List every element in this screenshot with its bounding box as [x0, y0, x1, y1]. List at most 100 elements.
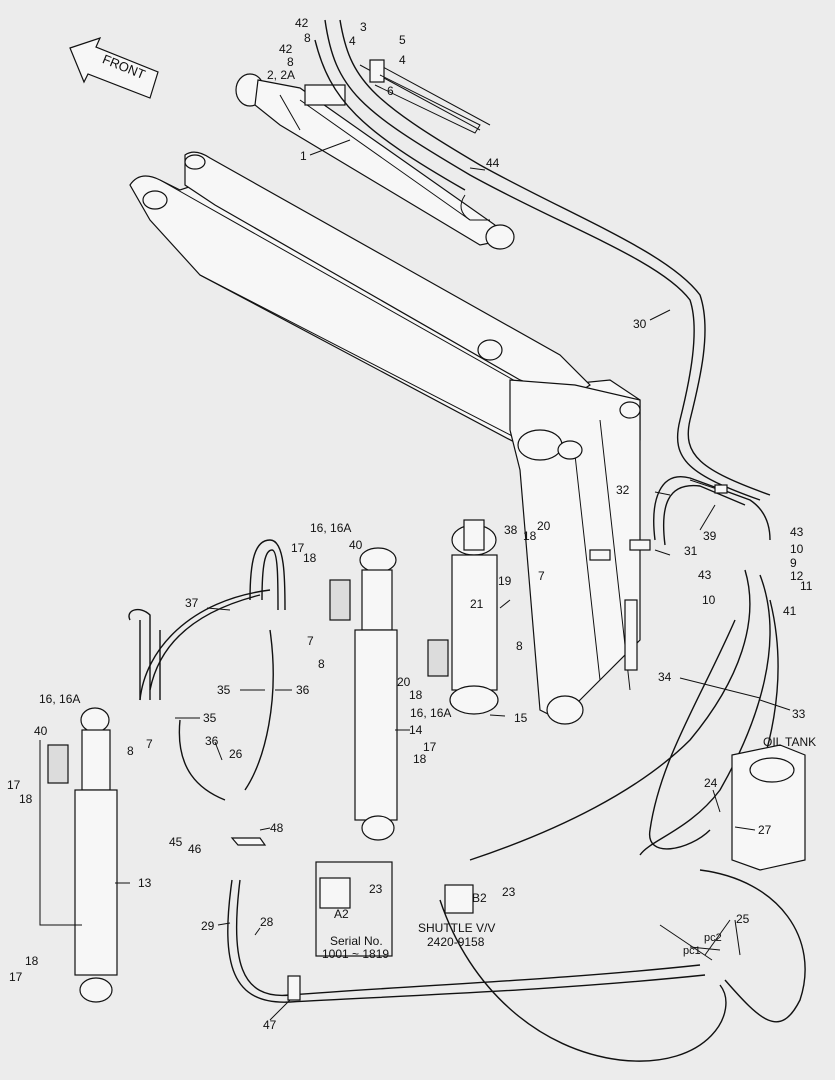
- valve-block-16-mid: [427, 639, 449, 677]
- inset-shuttle-caption2: 2420-9158: [427, 935, 485, 949]
- callout: 34: [658, 670, 672, 684]
- callout: 40: [34, 724, 48, 738]
- callout: 1: [300, 149, 307, 163]
- callout: 16, 16A: [310, 521, 351, 535]
- callout: 12: [790, 569, 804, 583]
- callout: 36: [296, 683, 310, 697]
- callout: 21: [470, 597, 484, 611]
- callout: 42: [279, 42, 293, 56]
- callout: 17: [291, 541, 305, 555]
- callout: 17: [423, 740, 437, 754]
- callout: 2, 2A: [267, 68, 295, 82]
- callout: 31: [684, 544, 698, 558]
- leader-lines: [115, 139, 791, 1021]
- callout: 10: [790, 542, 804, 556]
- callout: 42: [295, 16, 309, 30]
- callout: 8: [127, 744, 134, 758]
- callout: 18: [19, 792, 33, 806]
- inset-serial-port: A2: [334, 907, 349, 921]
- callout: 14: [409, 723, 423, 737]
- upper-hose-bundle: [314, 19, 771, 501]
- callout: 37: [185, 596, 199, 610]
- callout: 41: [783, 604, 797, 618]
- inset-shuttle-callout: 23: [502, 885, 516, 899]
- inset-shuttle-block: [444, 884, 474, 914]
- callout: 6: [387, 84, 394, 98]
- callout: 15: [514, 711, 528, 725]
- boom-cylinder: [449, 519, 499, 715]
- clamp-47: [287, 975, 301, 1001]
- callout: 40: [349, 538, 363, 552]
- oil-tank-label: OIL TANK: [763, 735, 816, 749]
- callout: 18: [409, 688, 423, 702]
- callout: 16, 16A: [39, 692, 80, 706]
- callout: 45: [169, 835, 183, 849]
- callout: 18: [523, 529, 537, 543]
- callout: 17: [7, 778, 21, 792]
- callout: 47: [263, 1018, 277, 1032]
- lower-hoses: [227, 869, 806, 1062]
- callout: 17: [9, 970, 23, 984]
- callout: 39: [703, 529, 717, 543]
- callout: 3: [360, 20, 367, 34]
- inset-shuttle-caption1: SHUTTLE V/V: [418, 921, 495, 935]
- callout: 18: [413, 752, 427, 766]
- inset-serial-caption2: 1001 ~ 1819: [322, 947, 389, 961]
- callout: 9: [790, 556, 797, 570]
- callout-labels: 42 3 5 8 4 4 42 8 2, 2A 6 1 44 30 32 39 …: [7, 16, 813, 1032]
- cylinder-14: [354, 547, 398, 841]
- callout: 30: [633, 317, 647, 331]
- callout: 28: [260, 915, 274, 929]
- callout: 13: [138, 876, 152, 890]
- callout: 33: [792, 707, 806, 721]
- inset-serial-callout: 23: [369, 882, 383, 896]
- callout: 44: [486, 156, 500, 170]
- pc2-label: pc2: [704, 932, 722, 944]
- valve-block-16-upper: [329, 579, 351, 621]
- callout: 7: [307, 634, 314, 648]
- callout: 8: [516, 639, 523, 653]
- arm-cylinder: [235, 73, 515, 250]
- callout: 8: [304, 31, 311, 45]
- callout: 8: [287, 55, 294, 69]
- inset-shuttle-port: B2: [472, 891, 487, 905]
- callout: 8: [318, 657, 325, 671]
- callout: 36: [205, 734, 219, 748]
- callout: 18: [303, 551, 317, 565]
- callout: 46: [188, 842, 202, 856]
- callout: 18: [25, 954, 39, 968]
- cylinder-13: [39, 707, 118, 1003]
- callout: 48: [270, 821, 284, 835]
- inset-serial-caption1: Serial No.: [330, 934, 383, 948]
- callout: 5: [399, 33, 406, 47]
- callout: 10: [702, 593, 716, 607]
- callout: 29: [201, 919, 215, 933]
- callout: 43: [698, 568, 712, 582]
- callout: 7: [538, 569, 545, 583]
- callout: 4: [399, 53, 406, 67]
- callout: 38: [504, 523, 518, 537]
- callout: 20: [397, 675, 411, 689]
- inset-serial-block: [319, 877, 351, 909]
- callout: 35: [203, 711, 217, 725]
- callout: 35: [217, 683, 231, 697]
- callout: 27: [758, 823, 772, 837]
- left-hoses: [128, 539, 286, 801]
- callout: 7: [146, 737, 153, 751]
- boom-structure: [129, 151, 651, 725]
- callout: 16, 16A: [410, 706, 451, 720]
- callout: 43: [790, 525, 804, 539]
- oil-tank: [731, 744, 806, 871]
- valve-block-16-left: [47, 744, 69, 784]
- callout: 19: [498, 574, 512, 588]
- callout: 32: [616, 483, 630, 497]
- pc1-label: pc1: [683, 945, 701, 957]
- callout: 4: [349, 34, 356, 48]
- callout: 11: [800, 579, 813, 593]
- callout: 20: [537, 519, 551, 533]
- callout: 24: [704, 776, 718, 790]
- front-arrow-icon: FRONT: [69, 37, 159, 99]
- callout: 25: [736, 912, 750, 926]
